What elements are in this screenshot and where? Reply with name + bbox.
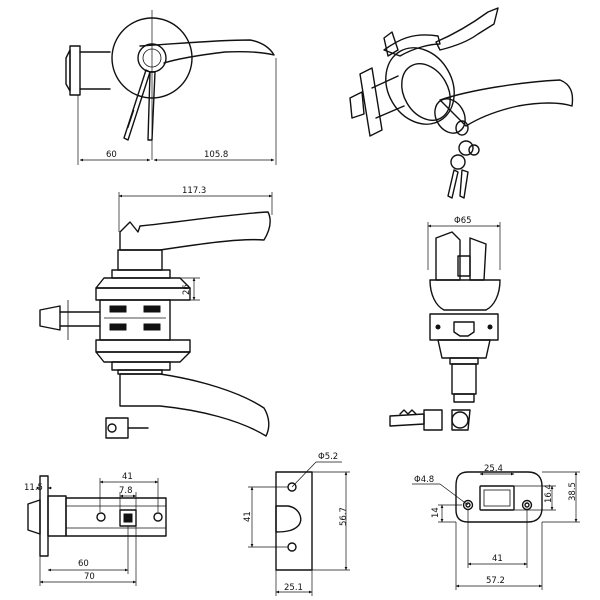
rose-top — [95, 287, 191, 301]
dim-right-label: 105.8 — [204, 150, 228, 160]
view-box-strike: Φ4.8 25.4 38.5 16.4 14 41 57.2 — [412, 464, 580, 590]
dim-box-hole-label: Φ4.8 — [414, 475, 434, 485]
dim-span-label: 41 — [122, 472, 133, 482]
dim-spindle-label: 26 — [182, 284, 192, 295]
lever-handle — [139, 39, 275, 64]
dim-hole-spacing-label: 41 — [243, 511, 253, 522]
dim-hole-label: Φ5.2 — [318, 452, 338, 462]
dim-strike-width-label: 25.1 — [284, 583, 303, 593]
view-front-lever: 60 105.8 — [65, 10, 277, 165]
dim-faceplate-label: 11.5 — [24, 483, 43, 493]
lever-rear-iso — [383, 34, 441, 57]
lever-front-iso — [439, 79, 574, 127]
box-strike-opening — [479, 485, 515, 511]
dim-lip-label: 14 — [431, 507, 441, 518]
view-rose-section: Φ65 — [389, 216, 501, 431]
rose-body — [429, 279, 501, 311]
dim-opening-label: 25.4 — [484, 464, 503, 474]
dim-box-width-label: 57.2 — [486, 576, 505, 586]
dim-width-label: 117.3 — [182, 186, 206, 196]
view-latch: 11.5 41 7.8 60 70 — [24, 472, 167, 586]
view-strike-plate: Φ5.2 41 56.7 25.1 — [243, 452, 350, 596]
latch-bolt-side — [39, 305, 61, 331]
lever-top — [119, 211, 271, 251]
view-isometric — [349, 7, 574, 199]
latch-bolt — [65, 49, 71, 92]
view-elevation: 117.3 26 — [39, 186, 273, 439]
box-strike-outline — [455, 471, 543, 523]
dim-strike-height-label: 56.7 — [339, 507, 349, 526]
dim-rose-diameter: Φ65 — [454, 216, 472, 226]
dim-inner-height-label: 16.4 — [544, 484, 554, 503]
latch-faceplate-iso — [359, 67, 383, 137]
latch-tube — [65, 497, 167, 537]
latch-plate — [69, 45, 81, 96]
dim-slot-label: 7.8 — [119, 486, 133, 496]
dim-backset-large-label: 70 — [84, 572, 95, 582]
dim-outer-height-label: 38.5 — [568, 482, 578, 501]
dim-box-spacing-label: 41 — [492, 554, 503, 564]
dim-backset-small-label: 60 — [78, 559, 89, 569]
lever-bottom — [119, 373, 270, 437]
rose-bottom — [95, 339, 191, 353]
rose-iso — [385, 47, 455, 125]
dim-left-label: 60 — [106, 150, 117, 160]
strike-hole-bottom — [287, 542, 297, 552]
